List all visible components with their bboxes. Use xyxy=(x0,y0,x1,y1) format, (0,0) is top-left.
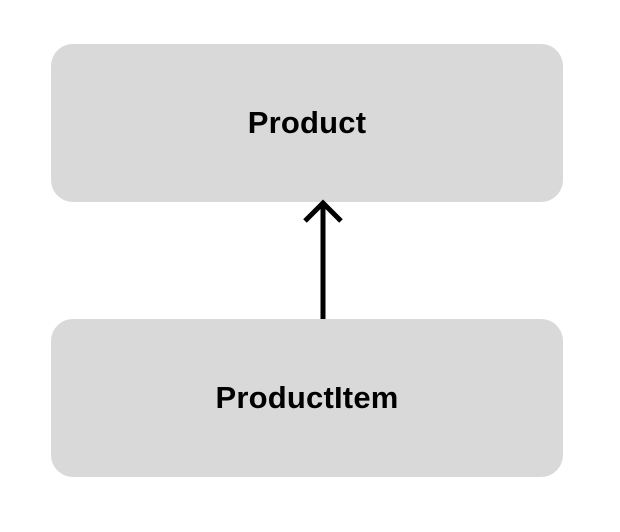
product-node: Product xyxy=(51,44,563,202)
product-node-label: Product xyxy=(247,105,367,140)
product-item-node-label: ProductItem xyxy=(215,380,399,415)
product-item-node: ProductItem xyxy=(51,319,563,477)
arrow-head xyxy=(303,199,343,223)
